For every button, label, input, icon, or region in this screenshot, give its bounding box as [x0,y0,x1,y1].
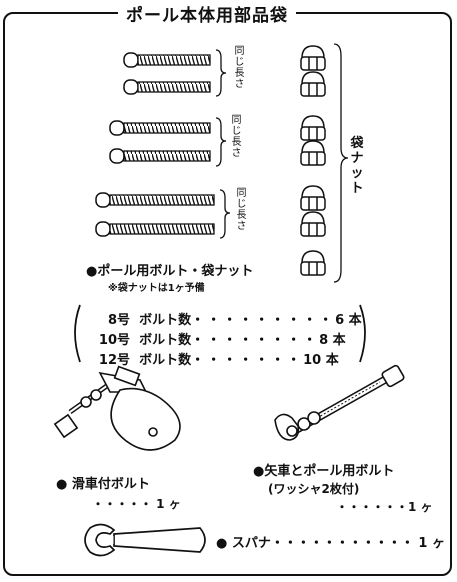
bolt-icon [109,120,211,136]
same-length-label: 同じ長さ [231,115,242,159]
pulley-bolt-qty: ・・・・・ 1 ヶ [92,497,181,511]
bolt-icon [123,52,211,68]
cap-nut-label: 袋ナット [350,136,364,196]
cap-nut-icon [300,185,326,211]
pulley-bolt-label: ● 滑車付ボルト [56,477,150,492]
cap-nut-icon [300,211,326,237]
count-row-8: 8号 ボルト数・・・・・・・・・6 本 [107,313,362,328]
same-length-label: 同じ長さ [236,188,247,232]
bolt-icon [95,192,215,208]
cap-nut-icon [300,250,326,276]
spanner-label: ● スパナ・・・・・・・・・・・ 1 ヶ [216,536,445,551]
count-row-10: 10号 ボルト数・・・・・・・・8 本 [98,333,346,348]
bolt-icon [95,221,215,237]
same-length-label: 同じ長さ [234,46,245,90]
arrow-bolt-qty: ・・・・・・1 ヶ [336,500,433,514]
arrow-bolt-label: ●矢車とポール用ボルト [253,464,395,479]
bolt-nut-heading: ●ポール用ボルト・袋ナット [86,264,254,279]
bolt-icon [109,148,211,164]
count-row-12: 12号 ボルト数・・・・・・・10 本 [98,353,339,368]
arrow-bolt-sub: (ワッシャ2枚付) [268,482,360,496]
cap-nut-icon [300,71,326,97]
cap-nut-icon [300,115,326,141]
bolt-icon [123,79,211,95]
spare-note: ※袋ナットは1ヶ予備 [108,283,205,294]
page-title: ポール本体用部品袋 [118,1,296,26]
cap-nut-icon [300,45,326,71]
cap-nut-icon [300,140,326,166]
